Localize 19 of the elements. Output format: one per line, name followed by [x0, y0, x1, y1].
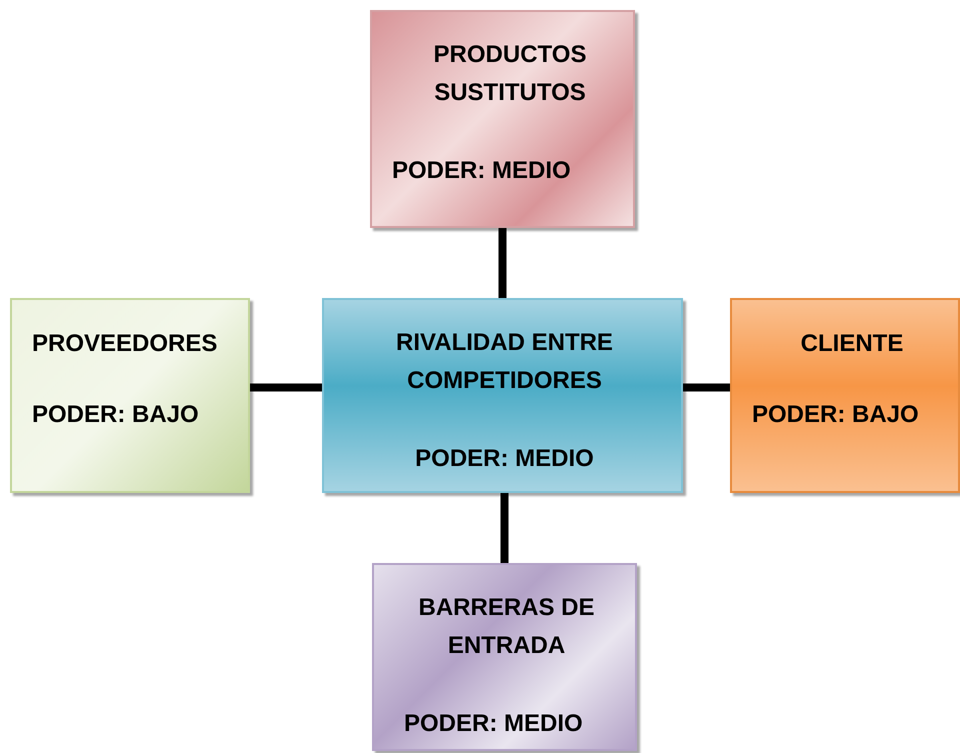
force-box	[372, 563, 637, 751]
power-level: PODER: MEDIO	[414, 444, 595, 474]
force-box	[730, 298, 960, 493]
connector-line	[498, 228, 506, 298]
force-title: RIVALIDAD ENTRE COMPETIDORES	[395, 328, 614, 396]
force-box	[322, 298, 683, 493]
connector-line	[683, 384, 730, 392]
power-level: PODER: BAJO	[752, 400, 920, 430]
force-title: CLIENTE	[800, 329, 904, 359]
power-level: PODER: BAJO	[32, 400, 200, 430]
power-level: PODER: MEDIO	[392, 156, 572, 186]
force-title: PROVEEDORES	[32, 329, 218, 359]
force-box	[10, 298, 250, 493]
force-title: BARRERAS DE ENTRADA	[417, 593, 596, 661]
force-box	[370, 10, 635, 228]
connector-line	[500, 493, 508, 563]
power-level: PODER: MEDIO	[404, 709, 584, 739]
force-title: PRODUCTOS SUSTITUTOS	[432, 40, 588, 108]
connector-line	[250, 384, 322, 392]
